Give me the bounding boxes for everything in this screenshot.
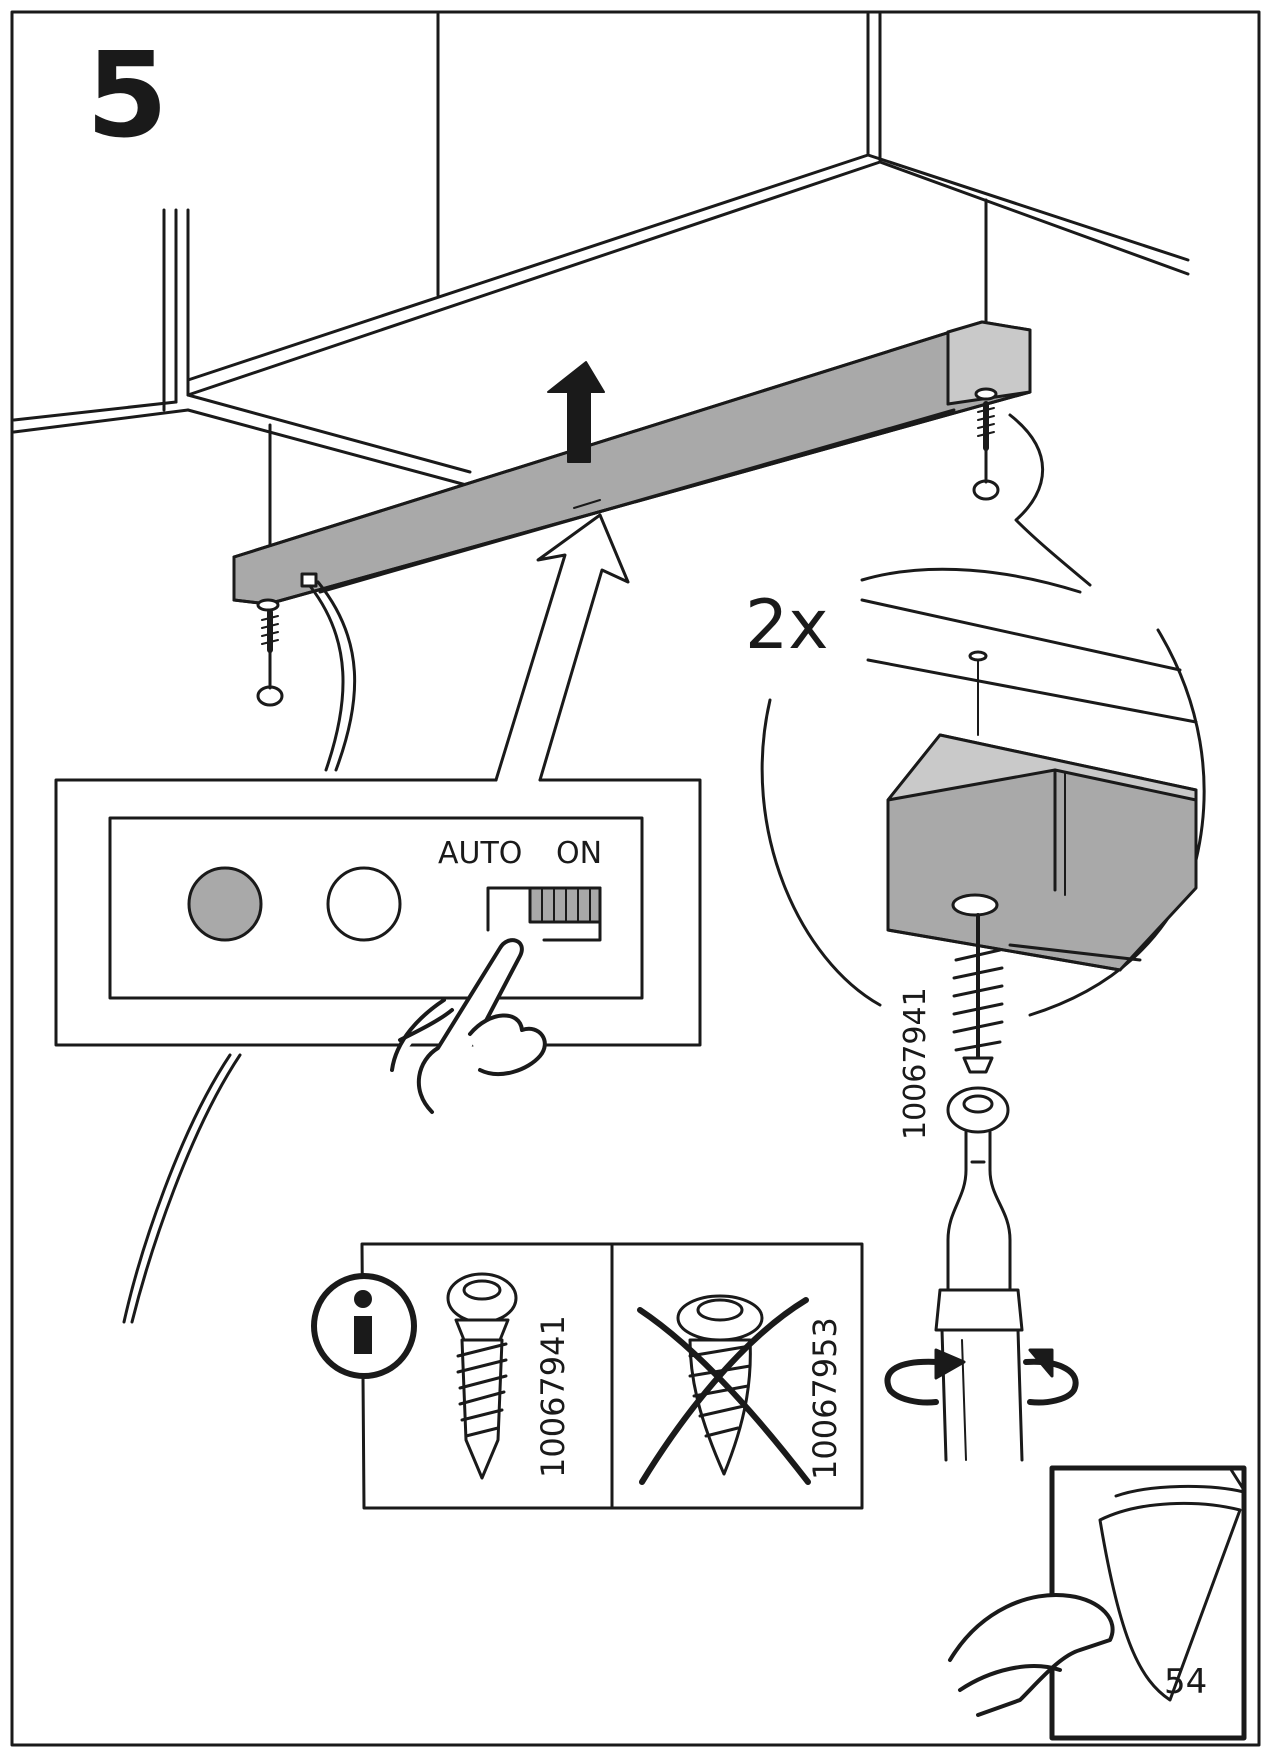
correct-screw [446, 1272, 518, 1480]
light-indicator [326, 866, 402, 942]
switch-pointer-arrow [494, 513, 630, 782]
page-number: 54 [1164, 1662, 1208, 1702]
switch-auto-label: AUTO [438, 836, 523, 871]
page-frame [10, 10, 1261, 1747]
light-bar [232, 320, 1032, 612]
info-table [311, 1242, 864, 1510]
quantity-label: 2x [745, 586, 829, 665]
magnified-callout [760, 413, 1206, 1017]
switch-detail-panel [54, 778, 702, 1047]
step-number: 5 [86, 26, 169, 164]
left-screw [256, 609, 284, 707]
screwdriver [934, 1130, 1024, 1462]
page-turn-icon [948, 1465, 1247, 1741]
power-cord [316, 580, 357, 772]
cabinet-underside [12, 12, 1190, 598]
hand-press-icon [390, 938, 547, 1114]
right-screw [972, 401, 1000, 501]
wrong-screw-article-number: 10067953 [806, 1317, 844, 1480]
wrong-screw [637, 1294, 811, 1485]
cross-mark [637, 1307, 811, 1485]
motion-sensor-indicator [187, 866, 263, 942]
correct-screw-article-number: 10067941 [534, 1315, 572, 1478]
up-arrow-icon [547, 361, 605, 463]
mounting-screw [946, 913, 1010, 1134]
rotate-arrows-icon [884, 1348, 1079, 1406]
switch-on-label: ON [556, 836, 603, 871]
screw-article-number: 10067941 [898, 987, 933, 1140]
